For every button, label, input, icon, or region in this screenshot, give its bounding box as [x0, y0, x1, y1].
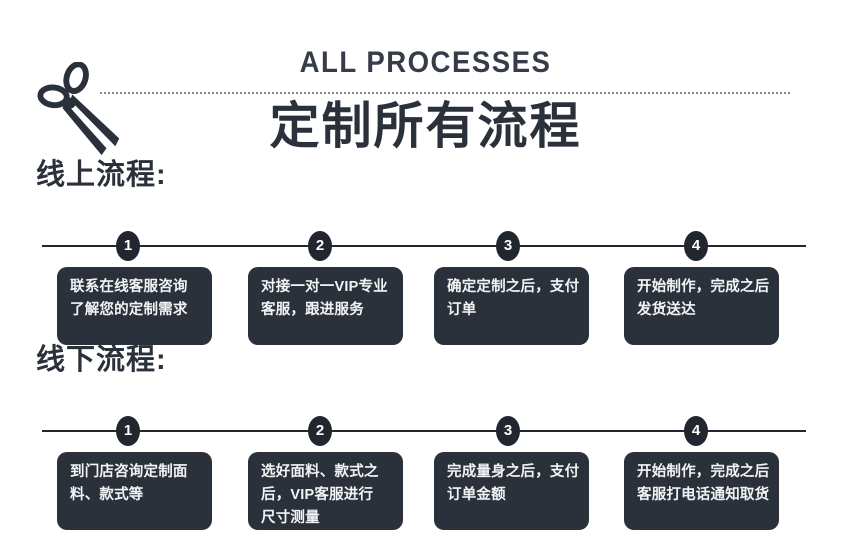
step-badge-1: 1	[116, 231, 140, 261]
step-card-line: 对接一对一VIP专业	[261, 279, 388, 295]
timeline-offline: 1 2 3 4	[0, 416, 851, 446]
step-badge-3: 3	[496, 231, 520, 261]
step-card: 选好面料、款式之 后，VIP客服进行 尺寸测量	[248, 452, 403, 530]
step-card-line: 订单	[447, 302, 477, 318]
step-card-line: 完成量身之后，支付	[447, 464, 580, 480]
step-card-line: 了解您的定制需求	[70, 302, 188, 318]
step-badge-4: 4	[684, 416, 708, 446]
step-card-line: 客服打电话通知取货	[637, 487, 770, 503]
step-badge-4: 4	[684, 231, 708, 261]
step-card-line: 开始制作，完成之后	[637, 464, 770, 480]
step-card-line: 确定定制之后，支付	[447, 279, 580, 295]
page-header: ALL PROCESSES 定制所有流程	[0, 0, 851, 168]
step-badge-1: 1	[116, 416, 140, 446]
step-card: 对接一对一VIP专业 客服，跟进服务	[248, 267, 403, 345]
step-card: 完成量身之后，支付 订单金额	[434, 452, 589, 530]
timeline-line	[42, 430, 806, 432]
step-card-line: 选好面料、款式之	[261, 464, 379, 480]
scissors-icon	[33, 62, 131, 160]
step-badge-2: 2	[308, 231, 332, 261]
step-card-line: 到门店咨询定制面	[70, 464, 188, 480]
step-card: 到门店咨询定制面 料、款式等	[57, 452, 212, 530]
step-card-line: 联系在线客服咨询	[70, 279, 188, 295]
step-badge-2: 2	[308, 416, 332, 446]
step-card-line: 尺寸测量	[261, 510, 320, 526]
page-title-english: ALL PROCESSES	[299, 46, 552, 79]
step-card-line: 料、款式等	[70, 487, 144, 503]
step-cards-online: 联系在线客服咨询 了解您的定制需求 对接一对一VIP专业 客服，跟进服务 确定定…	[0, 267, 851, 347]
step-card: 开始制作，完成之后 客服打电话通知取货	[624, 452, 779, 530]
step-badge-3: 3	[496, 416, 520, 446]
page-title-chinese: 定制所有流程	[269, 98, 582, 154]
timeline-online: 1 2 3 4	[0, 231, 851, 261]
step-cards-offline: 到门店咨询定制面 料、款式等 选好面料、款式之 后，VIP客服进行 尺寸测量 完…	[0, 452, 851, 532]
step-card-line: 发货送达	[637, 302, 696, 318]
step-card-line: 客服，跟进服务	[261, 302, 364, 318]
step-card-line: 后，VIP客服进行	[261, 487, 374, 503]
step-card-line: 开始制作，完成之后	[637, 279, 770, 295]
step-card-line: 订单金额	[447, 487, 506, 503]
step-card: 联系在线客服咨询 了解您的定制需求	[57, 267, 212, 345]
section-heading-offline: 线下流程:	[36, 344, 167, 376]
section-heading-online: 线上流程:	[36, 159, 167, 191]
timeline-line	[42, 245, 806, 247]
step-card: 开始制作，完成之后 发货送达	[624, 267, 779, 345]
step-card: 确定定制之后，支付 订单	[434, 267, 589, 345]
dotted-divider	[100, 92, 790, 96]
